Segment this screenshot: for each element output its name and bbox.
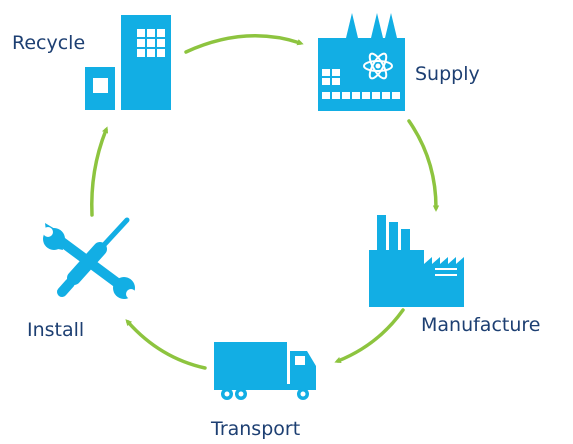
- label-recycle: Recycle: [12, 32, 86, 54]
- label-manufacture: Manufacture: [421, 314, 541, 336]
- arrow-recycle-to-supply: [184, 34, 304, 54]
- label-install: Install: [27, 319, 85, 341]
- truck-icon: [214, 342, 316, 400]
- factory-icon: [369, 215, 464, 307]
- arrow-transport-to-install: [125, 319, 207, 370]
- arrow-install-to-recycle: [90, 126, 109, 217]
- arrow-supply-to-manufacture: [407, 119, 440, 212]
- wrench-screwdriver-icon: [43, 217, 136, 299]
- arrow-manufacture-to-transport: [334, 308, 405, 364]
- building-icon: [85, 15, 171, 110]
- label-supply: Supply: [415, 63, 480, 85]
- factory-atom-icon: [318, 13, 405, 111]
- label-transport: Transport: [211, 418, 301, 440]
